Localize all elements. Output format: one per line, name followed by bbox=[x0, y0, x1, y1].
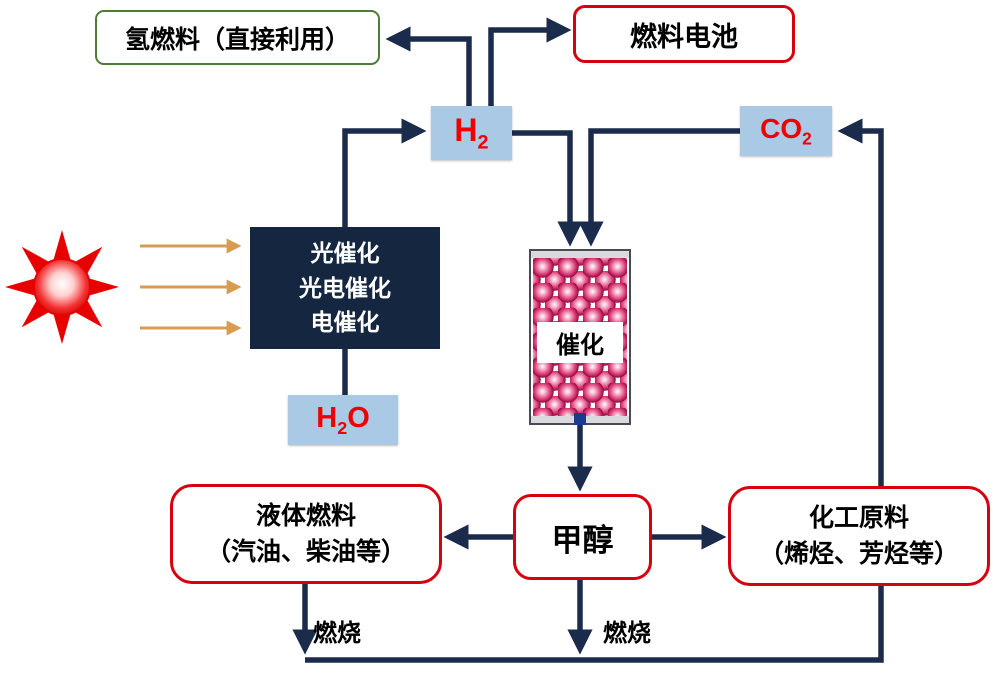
arrow-h2-to-reactor bbox=[512, 130, 583, 247]
hydrogen-fuel-label: 氢燃料（直接利用） bbox=[124, 25, 350, 54]
flow-arrows bbox=[292, 17, 884, 663]
fuel-cell-box: 燃料电池 bbox=[573, 5, 795, 63]
sun-icon bbox=[5, 230, 119, 344]
catalysis-line-electro: 电催化 bbox=[310, 309, 380, 336]
catalysis-line-photo: 光催化 bbox=[310, 240, 380, 267]
arrow-catalysis-to-h2 bbox=[342, 118, 427, 228]
h2o-box: H2O bbox=[288, 395, 398, 445]
chemical-feedstock-line1: 化工原料 bbox=[808, 503, 909, 532]
chemical-feedstock-line2: （烯烃、芳烃等） bbox=[758, 540, 959, 568]
arrow-h2-to-fuel-cell bbox=[488, 17, 572, 106]
arrow-combustion-loop-to-co2 bbox=[305, 118, 884, 663]
arrow-h2-to-hydrogen-fuel bbox=[385, 26, 472, 106]
sunlight-arrows bbox=[140, 238, 242, 336]
combustion-label-right: 燃烧 bbox=[603, 620, 651, 647]
chemical-feedstock-text: 化工原料 （烯烃、芳烃等） bbox=[759, 500, 959, 573]
methanol-box: 甲醇 bbox=[513, 494, 652, 580]
liquid-fuel-line2: （汽油、柴油等） bbox=[205, 538, 406, 566]
co2-box: CO2 bbox=[740, 106, 832, 156]
arrow-co2-to-reactor bbox=[578, 128, 740, 247]
liquid-fuel-line1: 液体燃料 bbox=[255, 501, 356, 530]
catalysis-line-photoelectro: 光电催化 bbox=[299, 274, 391, 301]
catalyst-reactor: 催化 bbox=[529, 249, 631, 425]
reactor-rim-top bbox=[531, 251, 629, 258]
co2-label: CO2 bbox=[760, 112, 812, 149]
liquid-fuel-text: 液体燃料 （汽油、柴油等） bbox=[206, 498, 406, 571]
reactor-label: 催化 bbox=[537, 321, 623, 363]
h2-box: H2 bbox=[431, 106, 512, 160]
fuel-cell-label: 燃料电池 bbox=[630, 21, 738, 52]
h2o-label: H2O bbox=[316, 401, 370, 438]
catalysis-methods-box: 光催化 光电催化 电催化 bbox=[250, 227, 440, 349]
methanol-label: 甲醇 bbox=[551, 522, 614, 558]
reactor-outlet-plug bbox=[574, 413, 586, 425]
liquid-fuel-box: 液体燃料 （汽油、柴油等） bbox=[170, 484, 442, 584]
h2-label: H2 bbox=[454, 111, 489, 154]
catalysis-methods-text: 光催化 光电催化 电催化 bbox=[299, 236, 391, 340]
chemical-feedstock-box: 化工原料 （烯烃、芳烃等） bbox=[728, 486, 990, 586]
combustion-label-left: 燃烧 bbox=[313, 620, 361, 647]
hydrogen-fuel-box: 氢燃料（直接利用） bbox=[95, 10, 380, 65]
